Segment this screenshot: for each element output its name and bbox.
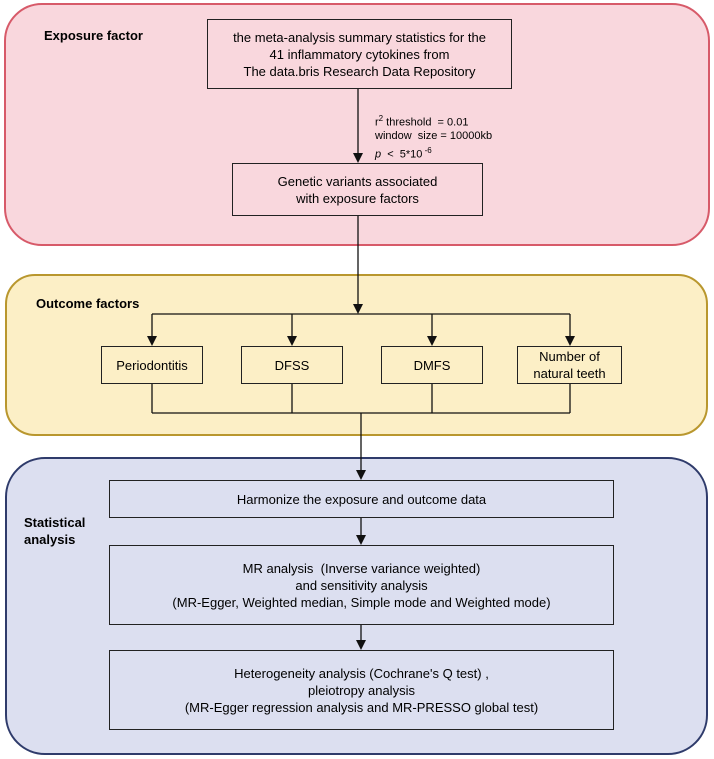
statistical-analysis-label: Statistical analysis [24,514,85,548]
window-size-text: window size = 10000kb [375,130,493,143]
outcome-box-periodontitis: Periodontitis [101,346,203,384]
data-source-box: the meta-analysis summary statistics for… [207,19,512,89]
box-text-line: and sensitivity analysis [295,577,428,593]
selection-parameters: r2 threshold = 0.01 window size = 10000k… [375,112,492,162]
box-text-line: the meta-analysis summary statistics for… [233,29,486,45]
outcome-box-dmfs: DMFS [381,346,483,384]
box-text-line: DFSS [274,357,310,373]
genetic-variants-box: Genetic variants associated with exposur… [232,163,483,216]
outcome-box-natural-teeth: Number of natural teeth [517,346,622,384]
mr-analysis-box: MR analysis (Inverse variance weighted) … [109,545,614,625]
heterogeneity-box: Heterogeneity analysis (Cochrane's Q tes… [109,650,614,730]
box-text-line: Heterogeneity analysis (Cochrane's Q tes… [234,665,489,681]
r2-threshold-text: r2 threshold = 0.01 [375,114,469,129]
box-text-line: Periodontitis [116,357,188,373]
box-text-line: 41 inflammatory cytokines from [269,46,450,62]
harmonize-box: Harmonize the exposure and outcome data [109,480,614,518]
box-text-line: Number of [539,349,600,364]
statistical-label-line: analysis [24,532,76,547]
box-text-line: with exposure factors [296,190,419,206]
box-text-line: pleiotropy analysis [308,682,415,698]
box-text-line: natural teeth [533,366,606,381]
exposure-factor-label: Exposure factor [44,28,143,43]
box-text-line: (MR-Egger regression analysis and MR-PRE… [184,699,539,715]
box-text-line: DMFS [413,357,451,373]
outcome-factors-label: Outcome factors [36,296,140,311]
box-text-line: Harmonize the exposure and outcome data [236,491,487,507]
statistical-label-line: Statistical [24,515,86,530]
p-value-text: p < 5*10 -6 [375,145,432,161]
box-text-line: (MR-Egger, Weighted median, Simple mode … [172,594,551,610]
box-text-line: The data.bris Research Data Repository [243,63,476,79]
box-text-line: MR analysis (Inverse variance weighted) [242,560,481,576]
outcome-box-dfss: DFSS [241,346,343,384]
box-text-line: Genetic variants associated [277,173,438,189]
